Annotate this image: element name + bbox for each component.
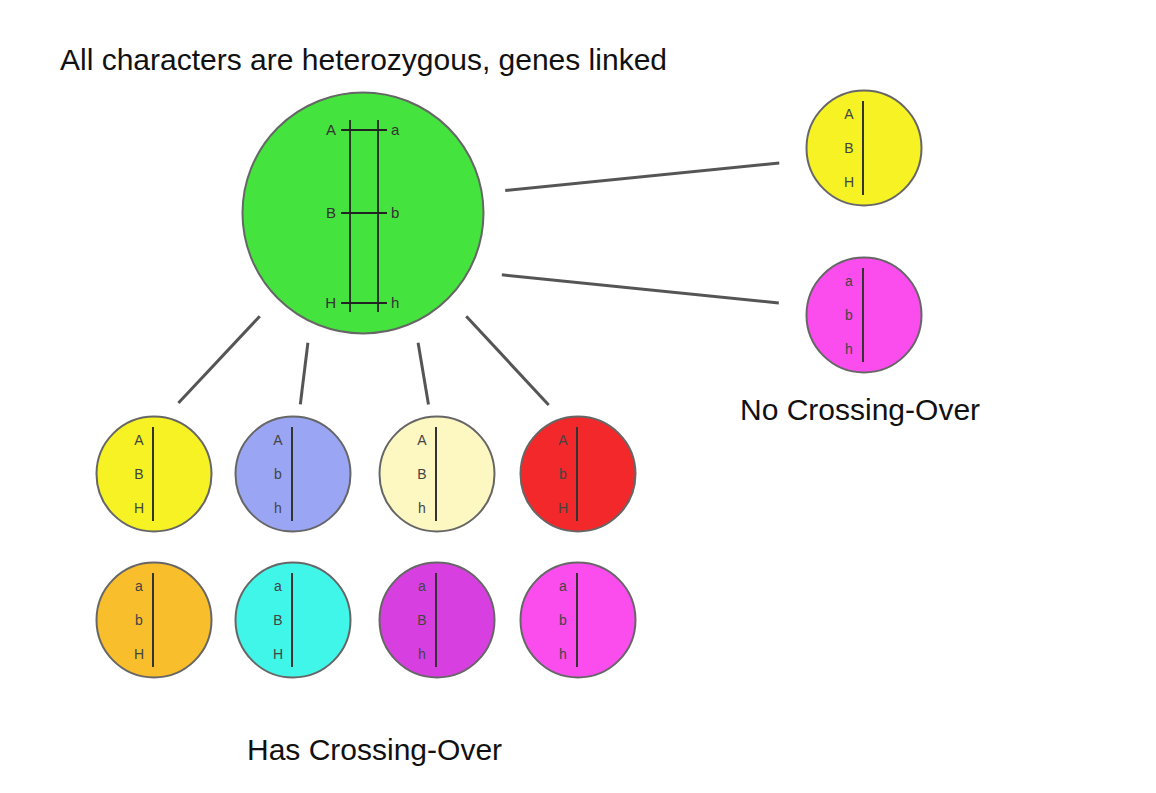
cell-outline	[378, 415, 496, 533]
allele-label: h	[839, 340, 859, 358]
chromosome-line	[152, 427, 154, 521]
allele-label: A	[553, 431, 573, 449]
allele-label: H	[303, 294, 336, 312]
allele-label: H	[268, 645, 288, 663]
cell-circle	[807, 91, 922, 206]
chromosome-line	[862, 268, 864, 362]
cell-circle	[236, 563, 351, 678]
allele-label: B	[412, 465, 432, 483]
gamete-cell: abh	[805, 256, 923, 374]
allele-label: H	[553, 499, 573, 517]
chromosome-line	[435, 427, 437, 521]
allele-label: A	[303, 121, 336, 139]
cell-circle	[97, 417, 212, 532]
chromosome-line	[862, 101, 864, 195]
chromosome-line	[435, 573, 437, 667]
allele-label: b	[553, 611, 573, 629]
chromosome-line	[291, 573, 293, 667]
allele-label: B	[412, 611, 432, 629]
allele-label: H	[839, 173, 859, 191]
cell-circle	[521, 563, 636, 678]
allele-label: B	[268, 611, 288, 629]
cell-outline	[805, 89, 923, 207]
cell-outline	[95, 561, 213, 679]
connector-line	[466, 316, 548, 405]
cell-circle	[236, 417, 351, 532]
allele-label: b	[839, 306, 859, 324]
parent-cell: AaBbHh	[241, 91, 485, 335]
allele-label: h	[391, 294, 424, 312]
cell-circle	[380, 417, 495, 532]
gamete-cell: ABh	[378, 415, 496, 533]
allele-label: a	[391, 121, 424, 139]
allele-label: a	[129, 577, 149, 595]
diagram-title: All characters are heterozygous, genes l…	[60, 42, 667, 78]
locus-tick	[341, 302, 387, 304]
allele-label: b	[129, 611, 149, 629]
gamete-cell: ABH	[95, 415, 213, 533]
chromosome-line	[377, 120, 379, 312]
chromosome-line	[291, 427, 293, 521]
cell-circle	[380, 563, 495, 678]
cell-circle	[243, 93, 484, 334]
section-label: No Crossing-Over	[740, 392, 980, 428]
allele-label: h	[553, 645, 573, 663]
cell-outline	[378, 561, 496, 679]
chromosome-line	[152, 573, 154, 667]
allele-label: b	[268, 465, 288, 483]
cell-outline	[519, 415, 637, 533]
allele-label: b	[553, 465, 573, 483]
chromosome-line	[576, 573, 578, 667]
cell-outline	[95, 415, 213, 533]
allele-label: A	[412, 431, 432, 449]
allele-label: A	[839, 105, 859, 123]
locus-tick	[341, 129, 387, 131]
allele-label: a	[553, 577, 573, 595]
gamete-cell: aBh	[378, 561, 496, 679]
cell-outline	[241, 91, 485, 335]
cell-outline	[234, 415, 352, 533]
locus-tick	[341, 212, 387, 214]
chromosome-line	[349, 120, 351, 312]
allele-label: a	[268, 577, 288, 595]
gamete-cell: aBH	[234, 561, 352, 679]
section-label: Has Crossing-Over	[247, 732, 502, 768]
cell-circle	[807, 258, 922, 373]
cell-outline	[234, 561, 352, 679]
allele-label: A	[268, 431, 288, 449]
connector-line	[505, 163, 779, 191]
allele-label: a	[412, 577, 432, 595]
allele-label: h	[268, 499, 288, 517]
allele-label: h	[412, 645, 432, 663]
gamete-cell: abH	[95, 561, 213, 679]
chromosome-line	[576, 427, 578, 521]
cell-circle	[97, 563, 212, 678]
allele-label: a	[839, 272, 859, 290]
cell-circle	[521, 417, 636, 532]
cell-outline	[519, 561, 637, 679]
allele-label: h	[412, 499, 432, 517]
connector-line	[178, 316, 259, 403]
allele-label: A	[129, 431, 149, 449]
allele-label: B	[129, 465, 149, 483]
allele-label: B	[303, 204, 336, 222]
gamete-cell: ABH	[805, 89, 923, 207]
connector-line	[418, 343, 428, 405]
connector-line	[502, 275, 779, 303]
chromosome-pair	[341, 120, 387, 312]
gamete-cell: Abh	[234, 415, 352, 533]
connector-line	[300, 343, 308, 405]
allele-label: B	[839, 139, 859, 157]
allele-label: H	[129, 645, 149, 663]
allele-label: b	[391, 204, 424, 222]
allele-label: H	[129, 499, 149, 517]
gamete-cell: AbH	[519, 415, 637, 533]
cell-outline	[805, 256, 923, 374]
gamete-cell: abh	[519, 561, 637, 679]
